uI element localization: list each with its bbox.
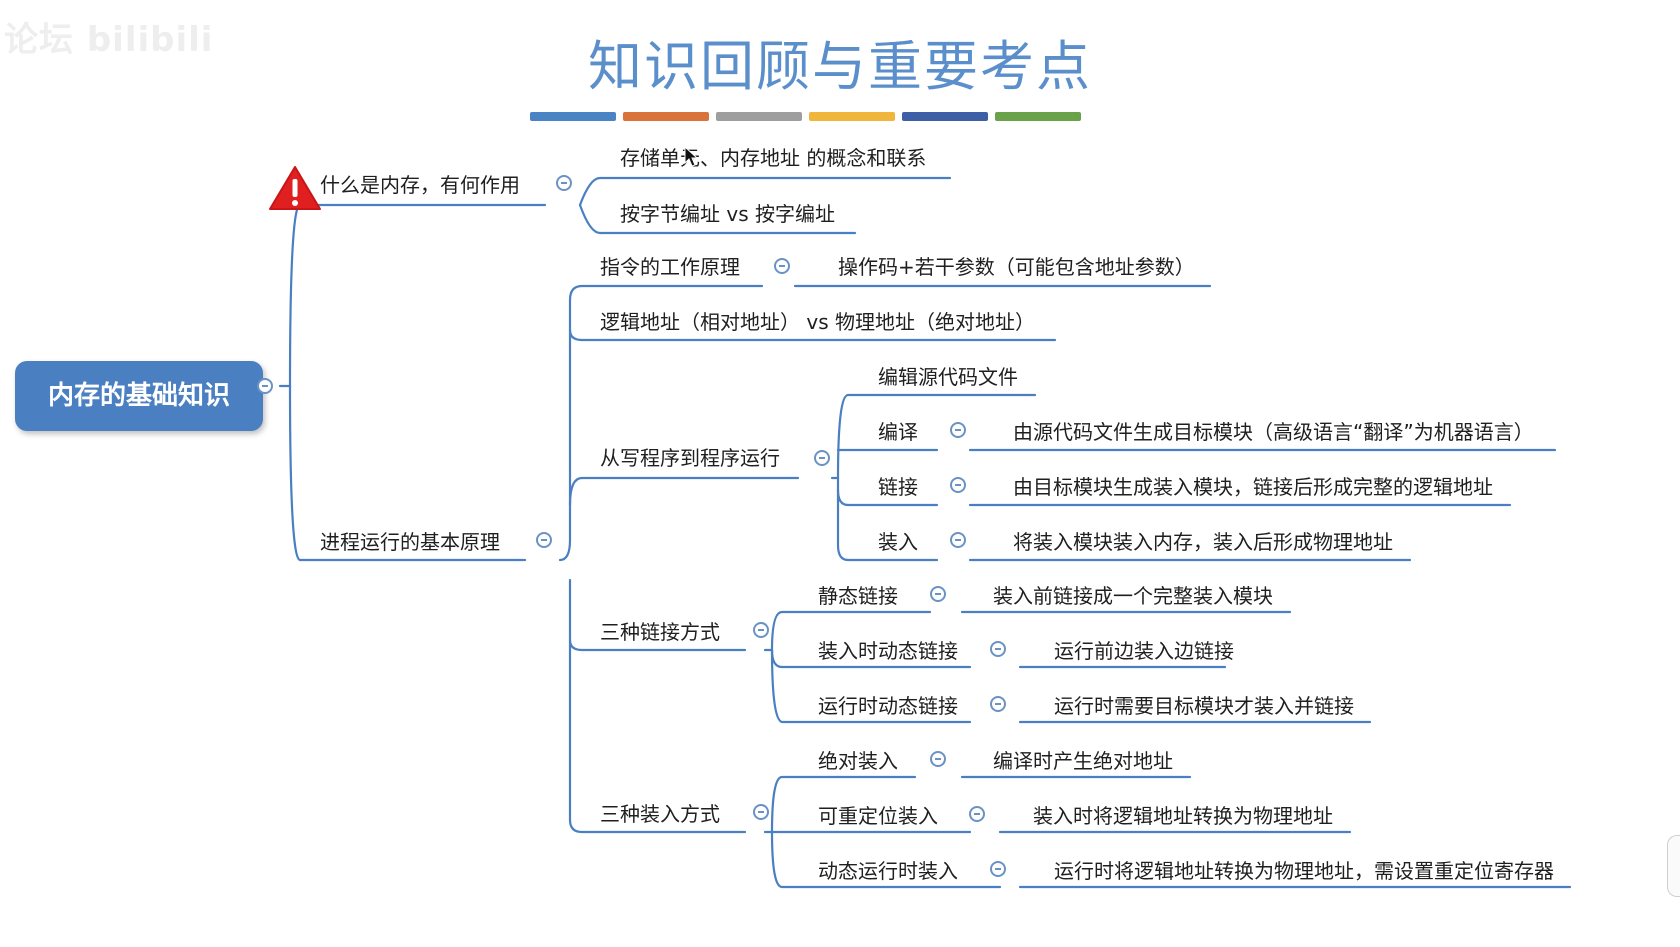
linking-node[interactable]: 三种链接方式 <box>600 620 720 644</box>
program-load[interactable]: 装入 <box>878 530 918 554</box>
watermark: 论坛 bilibili <box>4 20 214 60</box>
program-load-detail[interactable]: 将装入模块装入内存，装入后形成物理地址 <box>1013 530 1393 554</box>
linking-detail[interactable]: 装入前链接成一个完整装入模块 <box>993 584 1273 608</box>
root-node[interactable]: 内存的基础知识 <box>15 361 263 431</box>
program-compile[interactable]: 编译 <box>878 420 918 444</box>
instruction-node[interactable]: 指令的工作原理 <box>600 255 740 279</box>
memory-child[interactable]: 存储单元、内存地址 的概念和联系 <box>620 146 927 170</box>
loading-detail[interactable]: 运行时将逻辑地址转换为物理地址，需设置重定位寄存器 <box>1054 859 1554 883</box>
loading-item[interactable]: 可重定位装入 <box>818 804 938 828</box>
collapse-minus-icon[interactable] <box>556 175 572 191</box>
collapse-minus-icon[interactable] <box>950 477 966 493</box>
loading-detail[interactable]: 编译时产生绝对地址 <box>993 749 1173 773</box>
linking-item[interactable]: 静态链接 <box>818 584 898 608</box>
program-link[interactable]: 链接 <box>878 475 918 499</box>
collapse-minus-icon[interactable] <box>774 258 790 274</box>
loading-node[interactable]: 三种装入方式 <box>600 802 720 826</box>
color-bar <box>530 112 616 121</box>
color-bar <box>716 112 802 121</box>
warning-triangle-icon <box>269 166 321 210</box>
linking-detail[interactable]: 运行前边装入边链接 <box>1054 639 1234 663</box>
collapse-minus-icon[interactable] <box>814 450 830 466</box>
collapse-minus-icon[interactable] <box>536 532 552 548</box>
mouse-cursor-icon <box>684 146 699 167</box>
branch-process[interactable]: 进程运行的基本原理 <box>320 530 500 554</box>
color-bar <box>809 112 895 121</box>
collapse-minus-icon[interactable] <box>257 378 273 394</box>
linking-item[interactable]: 装入时动态链接 <box>818 639 958 663</box>
collapse-minus-icon[interactable] <box>969 806 985 822</box>
color-bar <box>902 112 988 121</box>
color-bar <box>995 112 1081 121</box>
linking-detail[interactable]: 运行时需要目标模块才装入并链接 <box>1054 694 1354 718</box>
page-title: 知识回顾与重要考点 <box>588 35 1092 98</box>
side-scroll-handle[interactable] <box>1667 835 1680 897</box>
loading-detail[interactable]: 装入时将逻辑地址转换为物理地址 <box>1033 804 1333 828</box>
memory-child[interactable]: 按字节编址 vs 按字编址 <box>620 202 835 226</box>
collapse-minus-icon[interactable] <box>990 641 1006 657</box>
collapse-minus-icon[interactable] <box>950 422 966 438</box>
collapse-minus-icon[interactable] <box>753 804 769 820</box>
loading-item[interactable]: 动态运行时装入 <box>818 859 958 883</box>
program-compile-detail[interactable]: 由源代码文件生成目标模块（高级语言“翻译”为机器语言） <box>1013 420 1534 444</box>
program-link-detail[interactable]: 由目标模块生成装入模块，链接后形成完整的逻辑地址 <box>1013 475 1493 499</box>
color-bar <box>623 112 709 121</box>
collapse-minus-icon[interactable] <box>990 861 1006 877</box>
collapse-minus-icon[interactable] <box>930 586 946 602</box>
collapse-minus-icon[interactable] <box>930 751 946 767</box>
instruction-detail[interactable]: 操作码+若干参数（可能包含地址参数） <box>838 255 1195 279</box>
collapse-minus-icon[interactable] <box>950 532 966 548</box>
program-node[interactable]: 从写程序到程序运行 <box>600 446 780 470</box>
branch-memory[interactable]: 什么是内存，有何作用 <box>320 173 520 197</box>
collapse-minus-icon[interactable] <box>990 696 1006 712</box>
loading-item[interactable]: 绝对装入 <box>818 749 898 773</box>
program-edit[interactable]: 编辑源代码文件 <box>878 365 1018 389</box>
linking-item[interactable]: 运行时动态链接 <box>818 694 958 718</box>
collapse-minus-icon[interactable] <box>753 622 769 638</box>
address-node[interactable]: 逻辑地址（相对地址） vs 物理地址（绝对地址） <box>600 310 1035 334</box>
